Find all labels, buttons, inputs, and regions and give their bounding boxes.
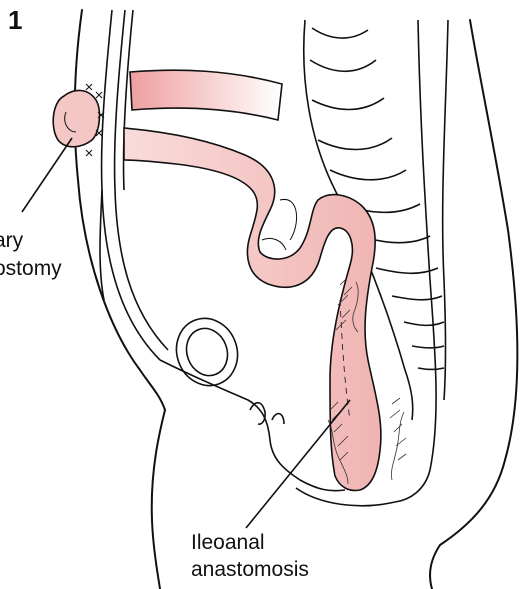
abdominal-wall [100,10,168,360]
figure-number: 1 [8,8,22,32]
anastomosis-label-line1: Ileoanal [191,531,265,555]
ileal-pouch [124,128,381,490]
upper-bowel [130,70,282,120]
anastomosis-label-line2: anastomosis [191,558,309,582]
stoma-label-line1: ary [0,229,23,253]
leader-lines [22,138,350,528]
stoma [53,84,104,156]
stoma-label-line2: ostomy [0,257,62,281]
